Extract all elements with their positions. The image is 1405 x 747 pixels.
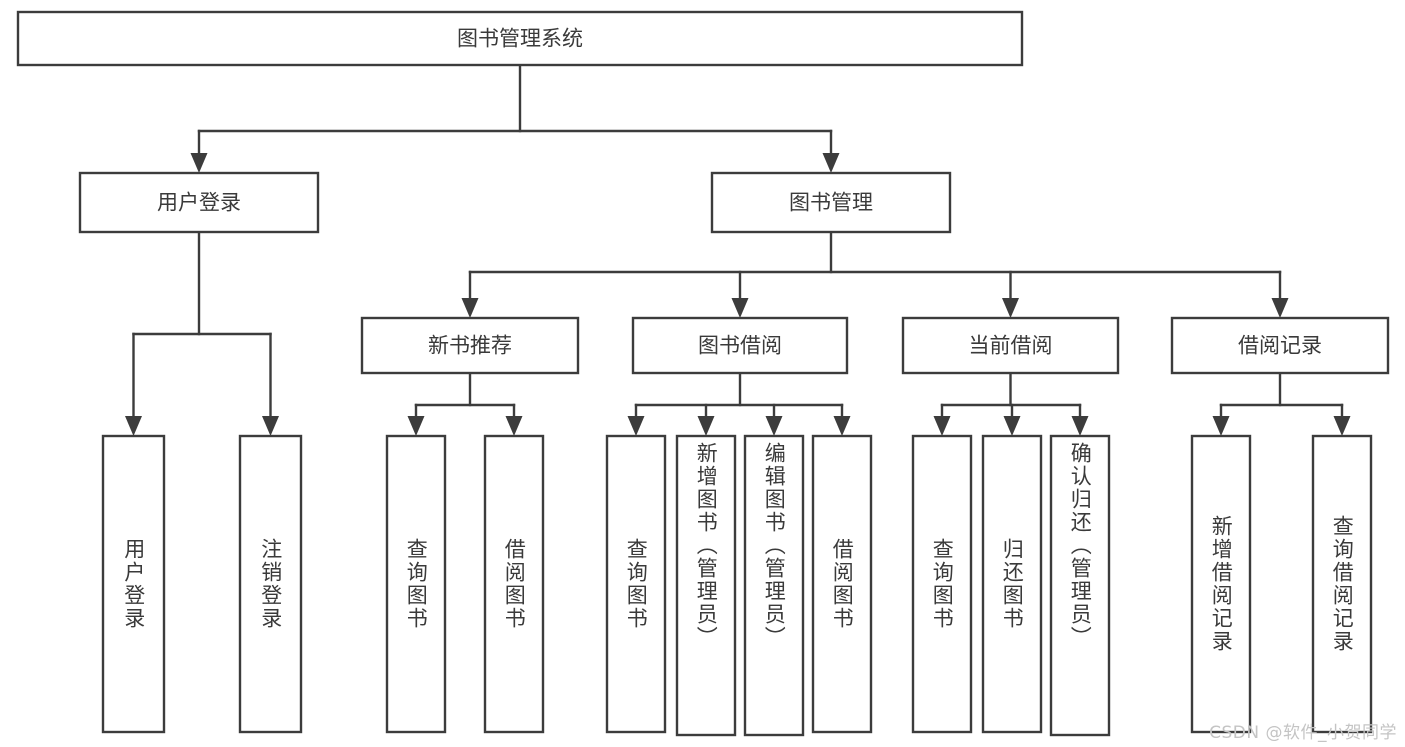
leaf-box-5 [675,434,737,737]
connector-lines [125,63,1351,436]
node-level2-box-1 [631,316,849,375]
node-level2-label-0: 新书推荐 [428,334,512,358]
arrow-head-icon [765,416,783,436]
arrow-head-icon [461,298,479,318]
leaf-box-12 [1311,434,1373,734]
leaf-box-8 [911,434,973,734]
leaf-box-6 [743,434,805,737]
node-boxes [16,10,1390,737]
arrow-head-icon [262,416,279,436]
node-level2-box-2 [901,316,1120,375]
leaf-box-7 [811,434,873,734]
leaf-box-10 [1049,434,1111,737]
node-root-label: 图书管理系统 [457,27,583,51]
leaf-box-1 [238,434,303,734]
node-level2-label-3: 借阅记录 [1238,334,1322,358]
arrow-head-icon [627,416,645,436]
node-level1-box-0 [78,171,320,234]
arrow-head-icon [1333,416,1351,436]
csdn-watermark: CSDN @软件_小贺同学 [1209,723,1397,743]
node-level2-label-2: 当前借阅 [969,334,1053,358]
node-root-box [16,10,1024,67]
arrow-head-icon [505,416,523,436]
arrow-head-icon [407,416,425,436]
arrow-head-icon [1002,298,1019,318]
arrow-head-icon [731,298,749,318]
arrow-head-icon [1271,298,1289,318]
arrow-head-icon [125,416,142,436]
leaf-box-2 [385,434,447,734]
node-level1-box-1 [710,171,952,234]
node-level1-label-0: 用户登录 [157,191,241,215]
leaf-box-11 [1190,434,1252,734]
node-level2-box-3 [1170,316,1390,375]
node-level2-label-1: 图书借阅 [698,334,782,358]
arrow-head-icon [190,153,208,173]
node-level1-label-1: 图书管理 [789,191,873,215]
arrow-head-icon [822,153,840,173]
leaf-box-9 [981,434,1043,734]
leaf-box-4 [605,434,667,734]
arrow-head-icon [697,416,715,436]
arrow-head-icon [1003,416,1021,436]
leaf-box-3 [483,434,545,734]
arrow-head-icon [1071,416,1089,436]
leaf-box-0 [101,434,166,734]
arrow-head-icon [833,416,851,436]
node-level2-box-0 [360,316,580,375]
arrow-head-icon [933,416,951,436]
arrow-head-icon [1212,416,1230,436]
